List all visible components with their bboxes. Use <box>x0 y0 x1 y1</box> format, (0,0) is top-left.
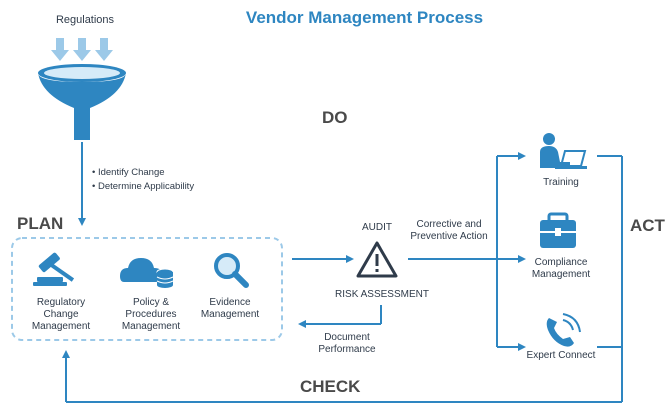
audit-label: AUDIT <box>362 222 392 233</box>
warning-icon <box>356 241 398 278</box>
briefcase-icon <box>540 212 576 248</box>
regulation-arrows <box>51 38 113 61</box>
phone-icon <box>546 313 581 347</box>
determine-applicability-step: • Determine Applicability <box>92 181 195 192</box>
act-item-expert-connect: Expert Connect <box>526 350 596 361</box>
cloud-database-icon <box>120 258 174 288</box>
phase-plan: PLAN <box>17 214 64 233</box>
document-performance-label: Document Performance <box>318 332 376 355</box>
plan-item-evidence: Evidence Management <box>200 297 260 320</box>
plan-item-policy-procedures: Policy & Procedures Management <box>121 297 181 332</box>
act-item-training: Training <box>543 177 579 188</box>
magnifier-icon <box>214 253 249 288</box>
gavel-icon <box>33 252 75 286</box>
identify-change-step: • Identify Change <box>92 167 165 178</box>
phase-check: CHECK <box>300 377 361 396</box>
risk-assessment-label: RISK ASSESSMENT <box>335 289 429 300</box>
diagram-title: Vendor Management Process <box>245 8 484 27</box>
phase-do: DO <box>322 108 348 127</box>
person-laptop-icon <box>540 133 587 169</box>
corrective-action-label: Corrective and Preventive Action <box>410 219 488 242</box>
phase-act: ACT <box>630 216 665 235</box>
regulations-label: Regulations <box>55 14 115 26</box>
funnel-icon <box>38 64 126 140</box>
plan-item-regulatory-change: Regulatory Change Management <box>31 297 91 332</box>
act-item-compliance: Compliance Management <box>531 257 591 280</box>
